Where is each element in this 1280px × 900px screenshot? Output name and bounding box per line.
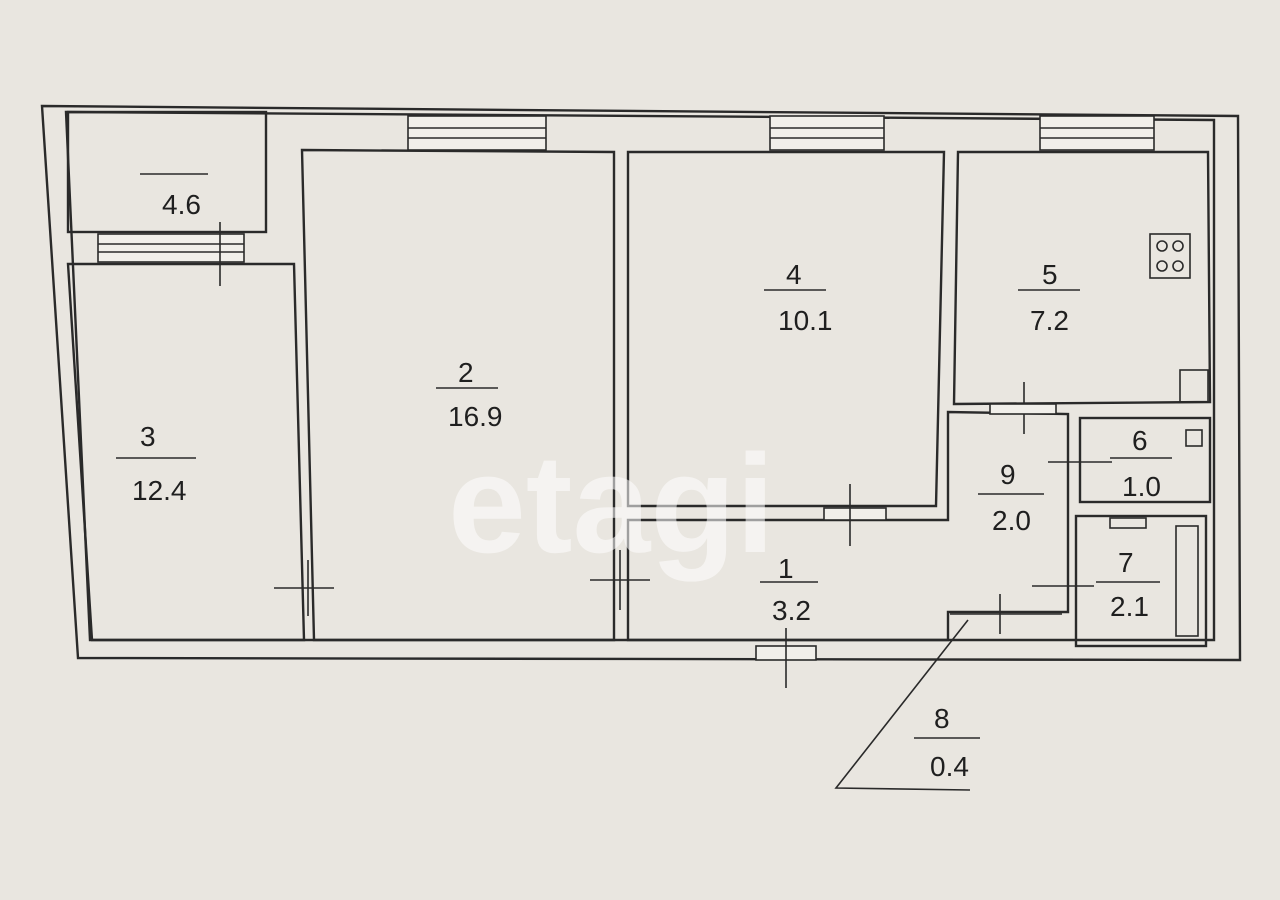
room-8-area: 0.4	[930, 751, 969, 782]
balcony	[66, 110, 268, 234]
balcony-label: 4.6	[140, 173, 208, 220]
room-5-number: 5	[1042, 259, 1058, 290]
room-4-number: 4	[786, 259, 802, 290]
room-6-area: 1.0	[1122, 471, 1161, 502]
room-8-label: 8 0.4	[914, 703, 980, 782]
room-7-area: 2.1	[1110, 591, 1149, 622]
room-3-label: 3 12.4	[116, 421, 196, 506]
room-6-label: 6 1.0	[1110, 425, 1172, 502]
room-9-number: 9	[1000, 459, 1016, 490]
room-8-number: 8	[934, 703, 950, 734]
kitchen-sink-icon	[1179, 369, 1209, 403]
room-6-outline	[1078, 416, 1212, 504]
room-1-outline	[626, 410, 1070, 642]
balcony-door	[97, 233, 245, 263]
door-room-5	[989, 403, 1057, 415]
room-9-area: 2.0	[992, 505, 1031, 536]
room-2-label: 2 16.9	[436, 357, 503, 432]
outer-wall-outline	[40, 104, 1242, 662]
room-4-label: 4 10.1	[764, 259, 833, 336]
washbasin-icon	[1109, 517, 1147, 529]
room-7-outline	[1074, 514, 1208, 648]
window-room-5	[1039, 115, 1155, 151]
room-5-area: 7.2	[1030, 305, 1069, 336]
room-8-leader-line	[834, 619, 971, 791]
room-4-area: 10.1	[778, 305, 833, 336]
room-3-outline	[66, 262, 306, 642]
room-7-label: 7 2.1	[1096, 547, 1160, 622]
room-2-area: 16.9	[448, 401, 503, 432]
window-room-4	[769, 115, 885, 151]
room-2-number: 2	[458, 357, 474, 388]
balcony-area: 4.6	[162, 189, 201, 220]
room-3-area: 12.4	[132, 475, 187, 506]
room-9-label: 9 2.0	[978, 459, 1044, 536]
room-4-outline	[626, 150, 946, 508]
room-7-number: 7	[1118, 547, 1134, 578]
toilet-icon	[1185, 429, 1203, 447]
room-1-area: 3.2	[772, 595, 811, 626]
room-3-number: 3	[140, 421, 156, 452]
room-6-number: 6	[1132, 425, 1148, 456]
room-1-number: 1	[778, 553, 794, 584]
window-room-2	[407, 115, 547, 151]
room-5-label: 5 7.2	[1018, 259, 1080, 336]
watermark: etagi	[448, 425, 775, 582]
room-2-outline	[300, 148, 616, 642]
stove-icon	[1149, 233, 1191, 279]
room-5-outline	[952, 150, 1212, 406]
bathtub-icon	[1175, 525, 1199, 637]
door-room-4	[823, 507, 887, 521]
room-1-label: 1 3.2	[760, 553, 818, 626]
